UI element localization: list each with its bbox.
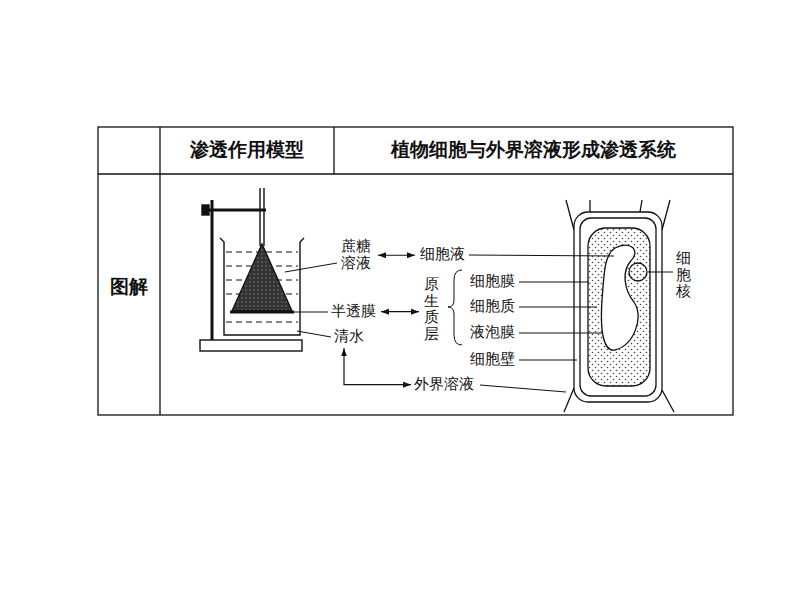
part-label: 液泡膜	[470, 324, 515, 341]
node-text: 外界溶液	[414, 376, 474, 393]
layer-label: 原生质层	[424, 276, 439, 342]
solution-label: 外界溶液	[414, 376, 474, 393]
table-header: 渗透作用模型	[160, 139, 334, 161]
node-text: 蔗糖溶液	[341, 238, 373, 273]
node-text: 清水	[334, 328, 364, 345]
node-text: 半透膜	[331, 303, 376, 320]
membrane-label: 半透膜	[331, 303, 376, 320]
plant-cell	[564, 200, 674, 412]
osmosis-apparatus	[200, 188, 304, 351]
double-arrow	[344, 348, 411, 384]
table-grid	[98, 127, 733, 415]
double-arrow	[381, 311, 419, 312]
table-header: 植物细胞与外界溶液形成渗透系统	[334, 139, 733, 161]
leader-lines	[285, 255, 673, 392]
part-label: 细胞膜	[470, 273, 515, 290]
part-label: 细胞质	[470, 298, 515, 315]
solution-label: 蔗糖溶液	[341, 238, 373, 273]
part-label: 细胞壁	[470, 351, 515, 368]
part-label: 细胞核	[676, 250, 691, 300]
node-text: 原生质层	[424, 276, 439, 342]
double-arrow	[378, 255, 415, 256]
water-label: 清水	[334, 328, 364, 345]
node-text: 细胞液	[420, 246, 465, 263]
table-row-header: 图解	[98, 276, 160, 298]
solution-label: 细胞液	[420, 246, 465, 263]
